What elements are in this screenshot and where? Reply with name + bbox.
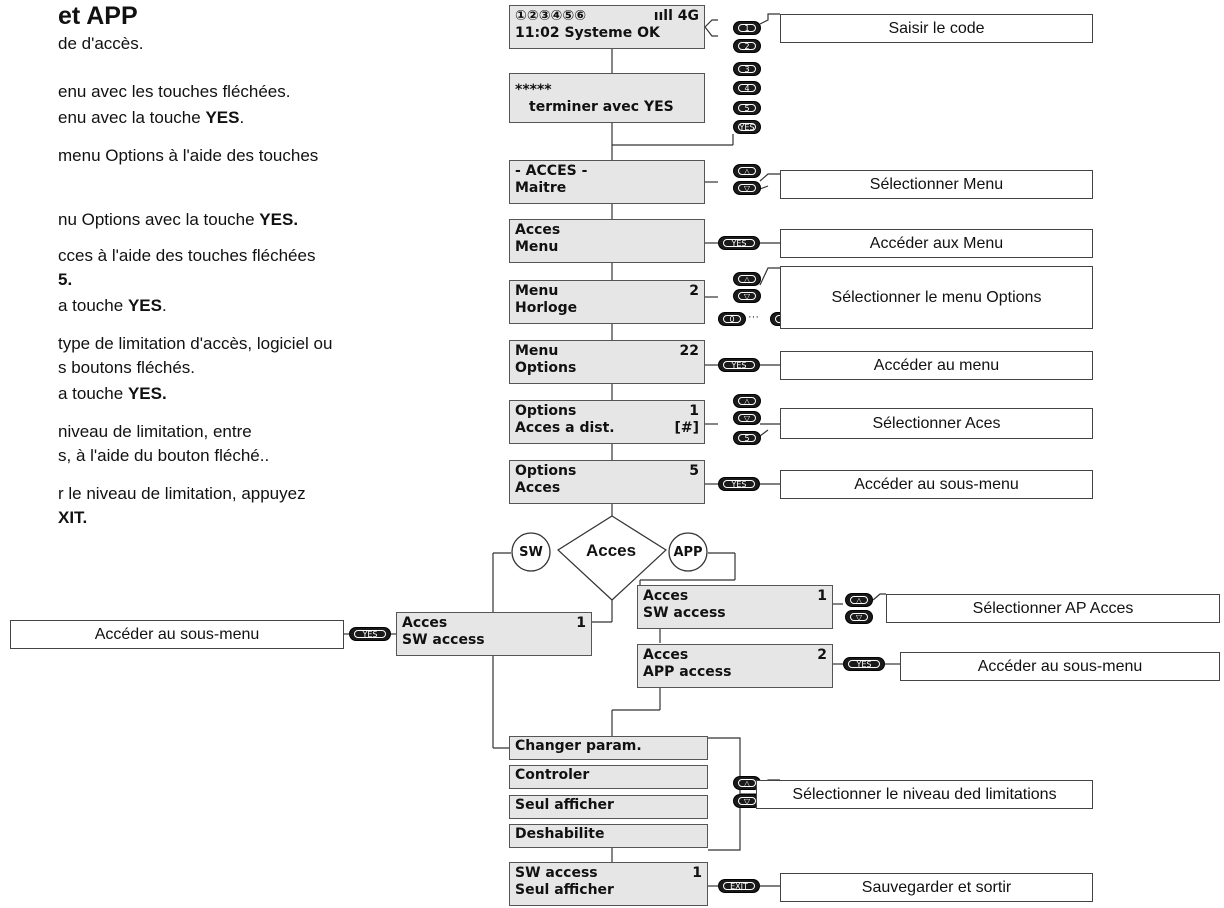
action-acceder-sous-menu: Accéder au sous-menu [780, 470, 1093, 499]
arrow-up-button[interactable]: △ [733, 164, 761, 178]
key-2-button[interactable]: 2 [733, 39, 761, 53]
yes-button[interactable]: YES [718, 477, 760, 491]
arrow-down-button[interactable]: ▽ [733, 289, 761, 303]
arrow-up-button[interactable]: △ [733, 272, 761, 286]
action-select-menu: Sélectionner Menu [780, 170, 1093, 199]
action-select-aces: Sélectionner Aces [780, 408, 1093, 439]
level-option: Changer param. [509, 736, 708, 760]
lcd-screen-acces-menu: Acces Menu [509, 219, 705, 263]
arrow-up-button[interactable]: △ [733, 394, 761, 408]
level-option: Deshabilite [509, 824, 708, 848]
lcd-screen-acces-maitre: - ACCES - Maitre [509, 160, 705, 204]
sw-branch-label: SW [519, 545, 543, 560]
exit-button[interactable]: EXIT [718, 879, 760, 893]
instruction-line: enu avec la touche YES. [58, 108, 245, 127]
instruction-line: cces à l'aide des touches fléchées [58, 246, 316, 265]
instruction-line: s, à l'aide du bouton fléché.. [58, 446, 270, 465]
signal-icon: ııll 4G [653, 8, 699, 24]
lcd-screen-status: ①②③④⑤⑥ ııll 4G 11:02 Systeme OK [509, 5, 705, 49]
instruction-line: s boutons fléchés. [58, 358, 196, 377]
instruction-line: XIT. [58, 508, 88, 527]
action-acceder-sous-menu: Accéder au sous-menu [900, 652, 1220, 681]
arrow-up-button[interactable]: △ [733, 776, 761, 790]
instruction-line: menu Options à l'aide des touches [58, 146, 319, 165]
key-3-button[interactable]: 3 [733, 62, 761, 76]
yes-button[interactable]: YES [843, 657, 885, 671]
action-saisir-code: Saisir le code [780, 14, 1093, 43]
instruction-line: type de limitation d'accès, logiciel ou [58, 334, 333, 353]
page-title: et APP [58, 2, 138, 30]
level-option: Controler [509, 765, 708, 789]
key-0-button[interactable]: 0 [718, 312, 746, 326]
action-select-niveau: Sélectionner le niveau ded limitations [756, 780, 1093, 809]
yes-button[interactable]: YES [733, 120, 761, 134]
arrow-down-button[interactable]: ▽ [733, 411, 761, 425]
action-acceder-sous-menu: Accéder au sous-menu [10, 620, 344, 649]
range-dots: ··· [748, 311, 759, 323]
action-acceder-menu: Accéder au menu [780, 351, 1093, 380]
key-5-button[interactable]: 5 [733, 431, 761, 445]
key-4-button[interactable]: 4 [733, 81, 761, 95]
action-sauvegarder: Sauvegarder et sortir [780, 873, 1093, 902]
instruction-line: nu Options avec la touche YES. [58, 210, 299, 229]
key-1-button[interactable]: 1 [733, 21, 761, 35]
lcd-screen-code: ***** terminer avec YES [509, 73, 705, 123]
decision-label: Acces [586, 541, 637, 560]
screen-line: 11:02 Systeme OK [515, 25, 660, 41]
instruction-line: 5. [58, 270, 73, 289]
instruction-line: niveau de limitation, entre [58, 422, 252, 441]
action-select-options: Sélectionner le menu Options [780, 266, 1093, 329]
instruction-line: de d'accès. [58, 34, 144, 53]
app-branch-label: APP [673, 545, 703, 560]
key-5-button[interactable]: 5 [733, 101, 761, 115]
arrow-up-button[interactable]: △ [845, 593, 873, 607]
instruction-line: r le niveau de limitation, appuyez [58, 484, 306, 503]
zone-indicators: ①②③④⑤⑥ [515, 8, 587, 24]
instruction-line: enu avec les touches fléchées. [58, 82, 291, 101]
instruction-line: a touche YES. [58, 296, 167, 315]
yes-button[interactable]: YES [718, 236, 760, 250]
instruction-line: a touche YES. [58, 384, 167, 403]
arrow-down-button[interactable]: ▽ [845, 610, 873, 624]
arrow-down-button[interactable]: ▽ [733, 181, 761, 195]
action-select-ap-acces: Sélectionner AP Acces [886, 594, 1220, 623]
yes-button[interactable]: YES [349, 627, 391, 641]
yes-button[interactable]: YES [718, 358, 760, 372]
action-acceder-menu: Accéder aux Menu [780, 229, 1093, 258]
level-option: Seul afficher [509, 795, 708, 819]
